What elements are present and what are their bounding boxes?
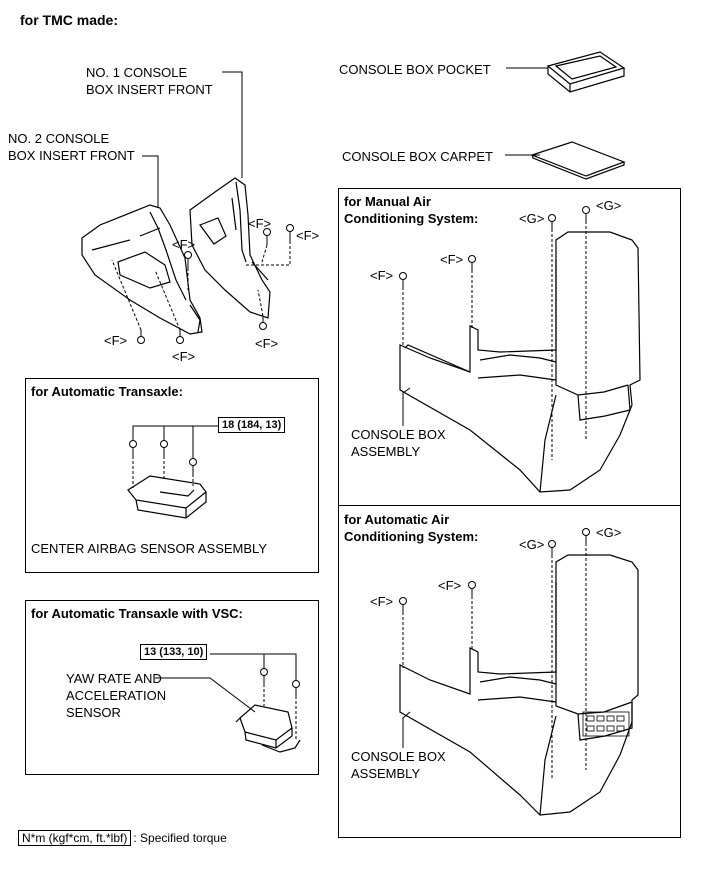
- bolt-icon: [548, 540, 556, 555]
- manual-bolts: [399, 206, 590, 460]
- fastener-f-label: <F>: [440, 252, 464, 267]
- yaw-sensor-label-line2: ACCELERATION: [66, 688, 167, 703]
- manual-console-box-illustration: [399, 231, 641, 493]
- manual-ac-heading-line2: Conditioning System:: [344, 211, 479, 226]
- console-box-carpet-illustration: [530, 141, 626, 180]
- airbag-sensor-label: CENTER AIRBAG SENSOR ASSEMBLY: [31, 541, 267, 556]
- fastener-f-label: <F>: [438, 578, 462, 593]
- pocket-label: CONSOLE BOX POCKET: [339, 62, 491, 77]
- bolt-icon: [582, 206, 590, 221]
- no1-insert-label-line2: BOX INSERT FRONT: [86, 82, 213, 97]
- yaw-sensor-label: YAW RATE AND ACCELERATION SENSOR: [66, 670, 166, 721]
- console-box-assembly-label: CONSOLE BOX ASSEMBLY: [351, 426, 446, 460]
- bolt-icon: [189, 458, 197, 474]
- bolt-icon: [292, 680, 300, 696]
- no2-insert-label: NO. 2 CONSOLE BOX INSERT FRONT: [8, 130, 135, 164]
- legend-units-box: N*m (kgf*cm, ft.*lbf): [18, 830, 132, 846]
- fastener-f-label: <F>: [255, 336, 279, 351]
- bolt-icon: [399, 272, 407, 287]
- fastener-f-label: <F>: [172, 349, 196, 364]
- auto-transaxle-vsc-panel: [25, 600, 319, 775]
- bolt-icon: [286, 224, 294, 241]
- fastener-g-label: <G>: [596, 198, 622, 213]
- carpet-label: CONSOLE BOX CARPET: [342, 149, 493, 164]
- yaw-sensor-label-line3: SENSOR: [66, 705, 121, 720]
- console-box-assembly-line2: ASSEMBLY: [351, 444, 421, 459]
- bolt-icon: [399, 597, 407, 612]
- airbag-bolts: [129, 425, 218, 488]
- manual-ac-heading-line1: for Manual Air: [344, 194, 431, 209]
- auto-bolts: [399, 528, 590, 780]
- airbag-sensor-illustration: [127, 475, 207, 519]
- legend-text: : Specified torque: [133, 831, 227, 845]
- bolt-icon: [184, 251, 192, 268]
- console-box-pocket-illustration: [546, 51, 626, 93]
- leader-lines: [142, 67, 548, 748]
- auto-ac-heading: for Automatic Air Conditioning System:: [344, 511, 478, 545]
- bolt-icon: [176, 330, 184, 344]
- torque-spec-yaw: 13 (133, 10): [140, 644, 208, 660]
- fastener-g-label: <G>: [596, 525, 622, 540]
- upper-f-bolts: [111, 224, 294, 344]
- manual-ac-heading: for Manual Air Conditioning System:: [344, 193, 478, 227]
- fastener-f-label: <F>: [296, 228, 320, 243]
- no1-insert-label-line1: NO. 1 CONSOLE: [86, 65, 188, 80]
- fastener-g-label: <G>: [519, 211, 545, 226]
- fastener-f-label: <F>: [248, 216, 272, 231]
- auto-ac-heading-line1: for Automatic Air: [344, 512, 450, 527]
- bolt-icon: [468, 255, 476, 270]
- fastener-f-label: <F>: [104, 333, 128, 348]
- bolt-icon: [582, 528, 590, 543]
- console-box-assembly-line1: CONSOLE BOX: [351, 427, 446, 442]
- auto-transaxle-heading: for Automatic Transaxle:: [31, 384, 183, 399]
- no2-insert-label-line1: NO. 2 CONSOLE: [8, 131, 110, 146]
- no1-insert-illustration: [189, 177, 271, 319]
- no1-insert-label: NO. 1 CONSOLE BOX INSERT FRONT: [86, 64, 213, 98]
- bolt-icon: [468, 581, 476, 596]
- auto-ac-panel: [338, 505, 681, 838]
- bolt-icon: [263, 228, 271, 245]
- fastener-f-label: <F>: [370, 268, 394, 283]
- bolt-icon: [548, 214, 556, 229]
- yaw-sensor-illustration: [235, 704, 301, 753]
- auto-transaxle-panel: [25, 378, 319, 573]
- console-box-assembly-label: CONSOLE BOX ASSEMBLY: [351, 748, 446, 782]
- bolt-icon: [129, 440, 137, 456]
- no2-insert-label-line2: BOX INSERT FRONT: [8, 148, 135, 163]
- auto-console-box-illustration: [399, 554, 639, 816]
- fastener-g-label: <G>: [519, 537, 545, 552]
- page-title: for TMC made:: [20, 12, 118, 28]
- console-box-assembly-line1: CONSOLE BOX: [351, 749, 446, 764]
- yaw-sensor-label-line1: YAW RATE AND: [66, 671, 162, 686]
- bolt-icon: [260, 668, 268, 684]
- torque-spec-airbag: 18 (184, 13): [218, 417, 286, 433]
- auto-transaxle-vsc-heading: for Automatic Transaxle with VSC:: [31, 606, 243, 621]
- console-box-assembly-line2: ASSEMBLY: [351, 766, 421, 781]
- yaw-bolts: [210, 653, 300, 740]
- auto-ac-heading-line2: Conditioning System:: [344, 529, 479, 544]
- bolt-icon: [160, 440, 168, 456]
- bolt-icon: [259, 316, 267, 330]
- torque-legend: N*m (kgf*cm, ft.*lbf) : Specified torque: [18, 830, 227, 846]
- climate-control-panel-illustration: [582, 711, 630, 737]
- bolt-icon: [137, 330, 145, 344]
- no2-insert-illustration: [81, 204, 203, 335]
- fastener-f-label: <F>: [370, 594, 394, 609]
